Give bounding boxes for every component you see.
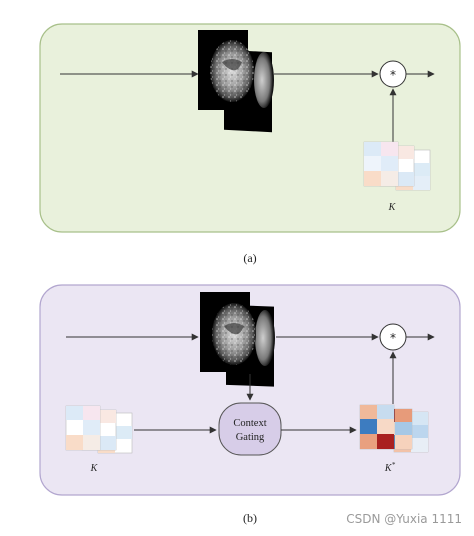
context-gating-line1: Context — [233, 418, 266, 429]
context-gating-node — [218, 402, 282, 456]
kernel-stack-a — [363, 141, 431, 191]
kernel-label-a: K — [388, 202, 397, 213]
conv-operator-a-symbol: * — [390, 68, 396, 82]
kernel-label-b-output-sup: * — [392, 461, 396, 469]
caption-b: (b) — [243, 511, 257, 525]
panel-b: * Context Gating — [39, 284, 461, 496]
panel-a: * — [39, 23, 461, 233]
kernel-stack-b-input — [65, 405, 133, 454]
conv-operator-b-symbol: * — [390, 331, 396, 345]
kernel-label-b-output-base: K — [384, 463, 393, 474]
kernel-stack-b-output — [359, 404, 429, 453]
kernel-label-b-input: K — [90, 463, 99, 474]
context-gating-line2: Gating — [236, 432, 265, 443]
mri-slices-a — [198, 30, 274, 133]
caption-a: (a) — [243, 251, 256, 265]
watermark: CSDN @Yuxia 1111 — [346, 512, 462, 526]
kernel-label-b-output: K* — [384, 461, 396, 474]
mri-slices-b — [200, 292, 275, 387]
